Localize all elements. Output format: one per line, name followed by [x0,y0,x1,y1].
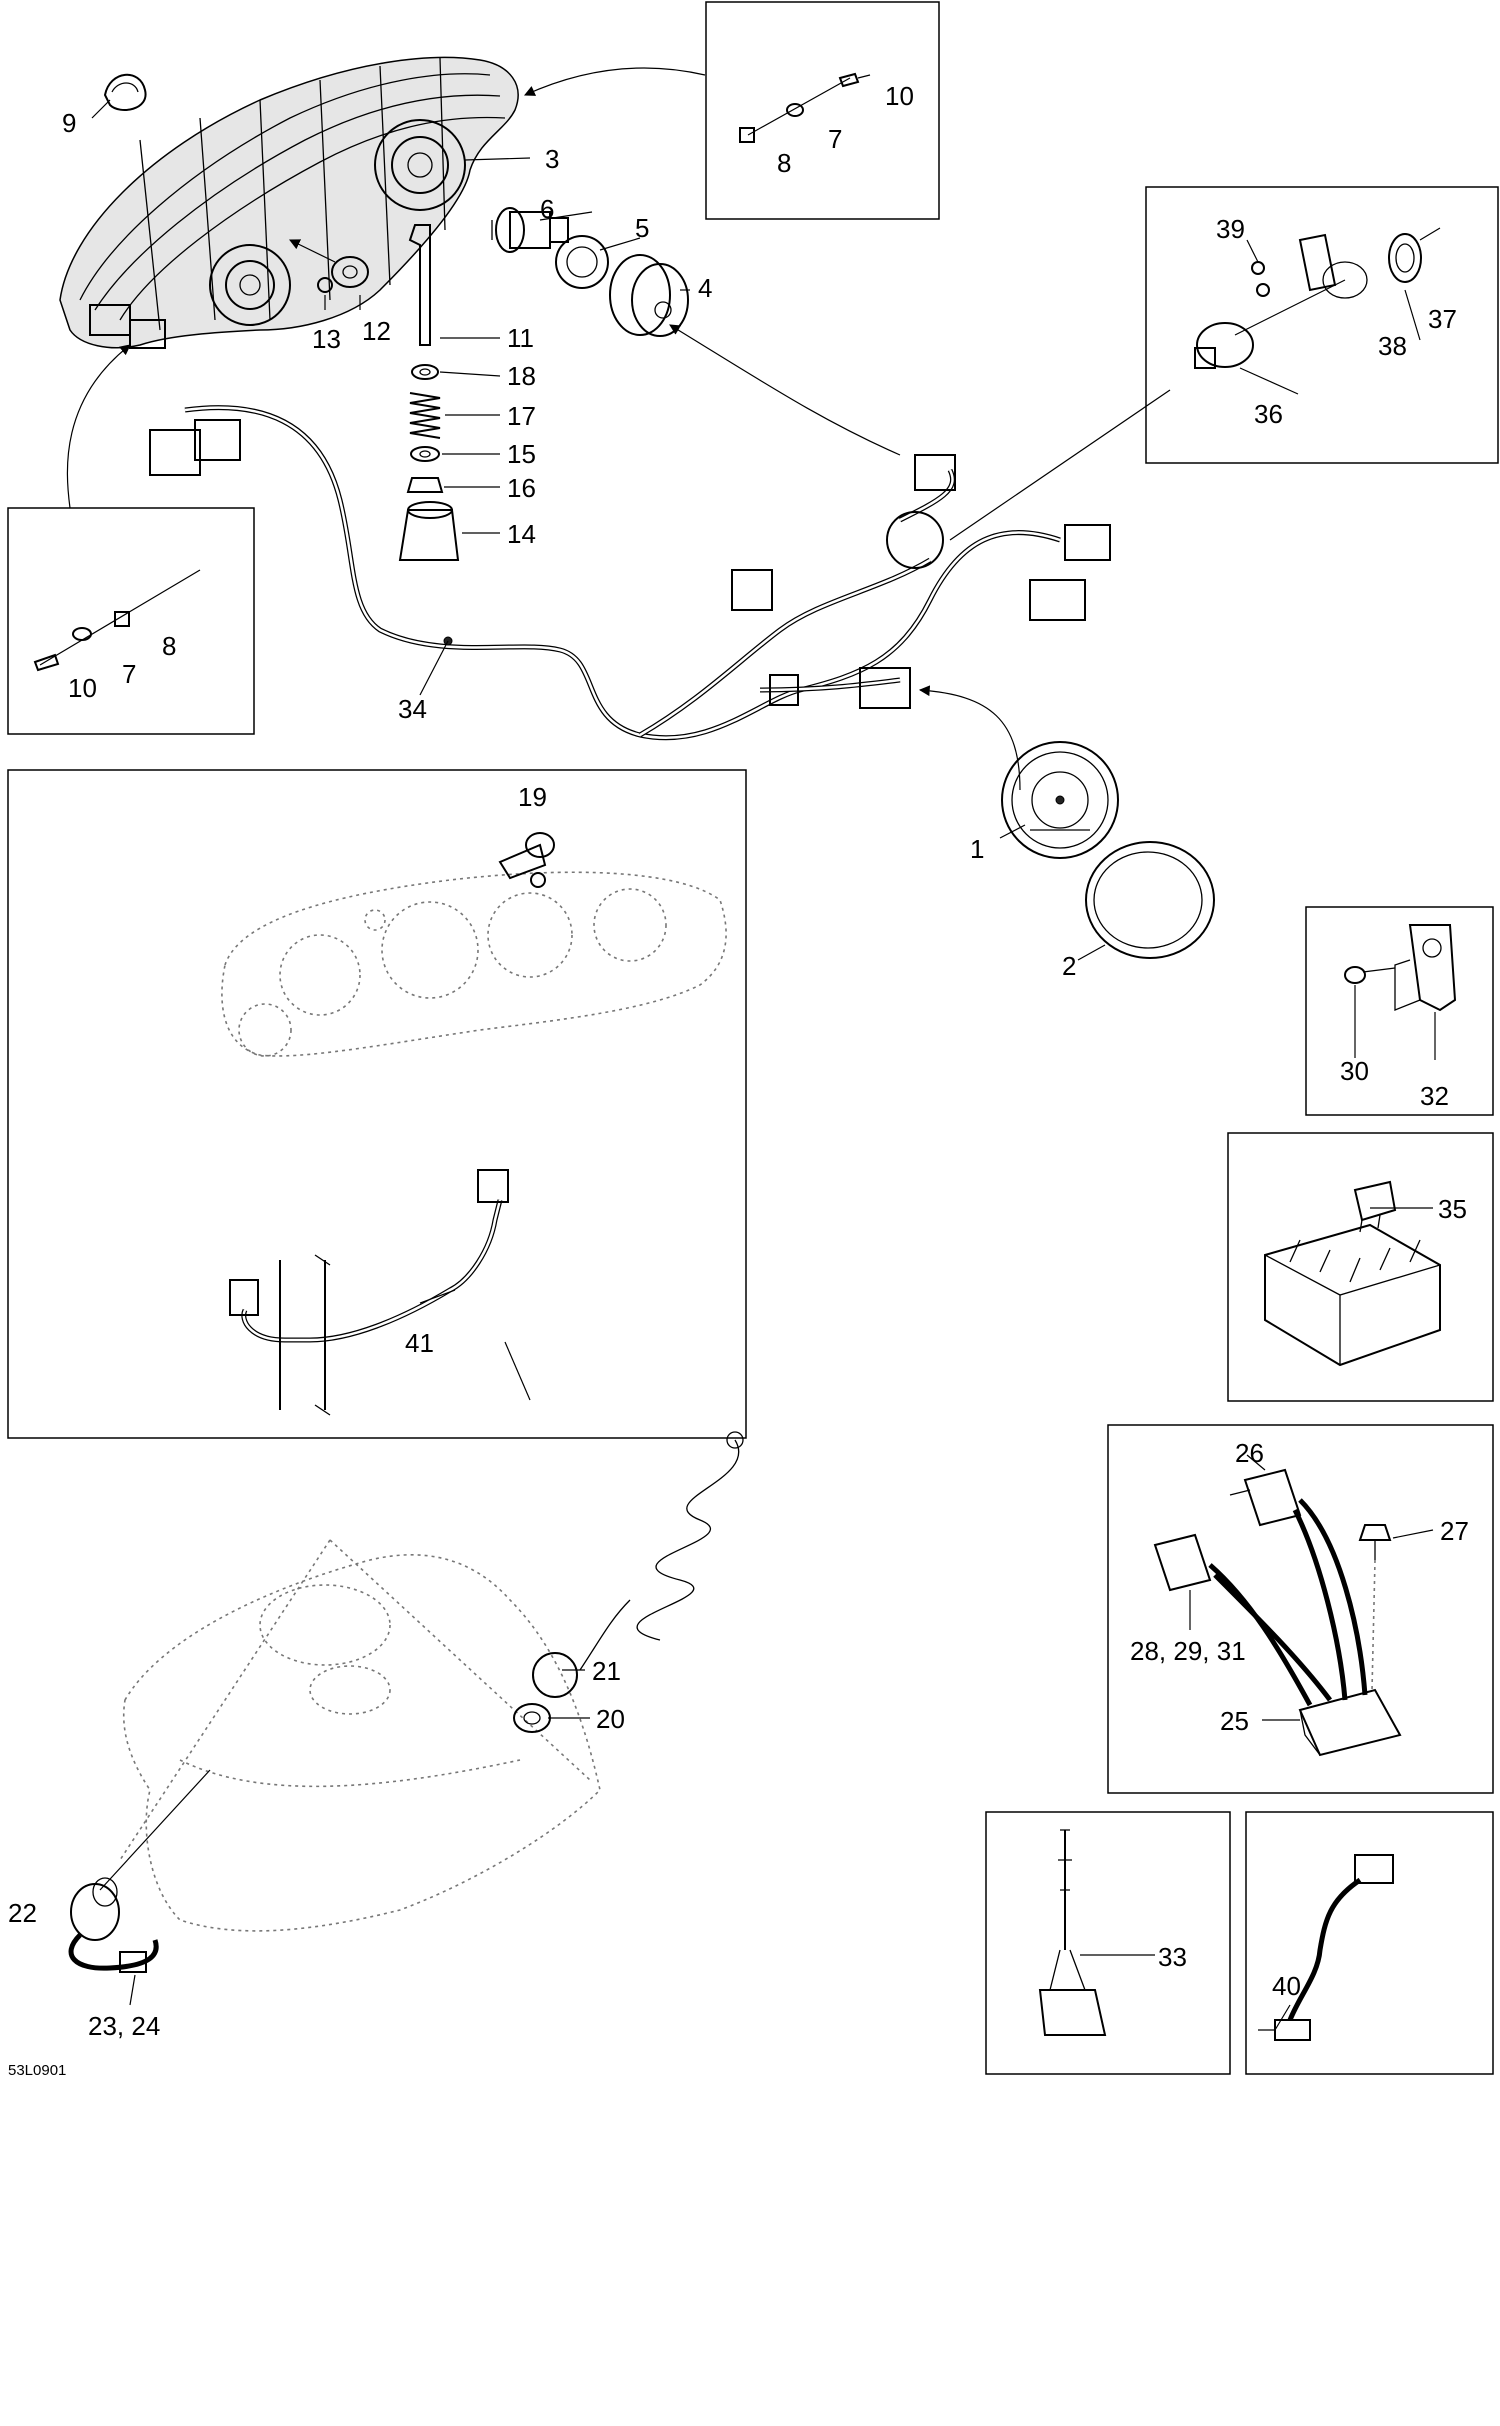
label-5: 5 [635,213,649,243]
label-10-left: 10 [68,673,97,703]
detail-box-bracket [1305,906,1494,1116]
detail-box-gauges [7,769,747,1439]
label-16: 16 [507,473,536,503]
detail-box-temp-sensor [1245,1811,1494,2075]
clip-part-9 [103,73,147,111]
detail-box-fasteners-top [705,1,940,220]
screw-part-10-top [838,72,871,88]
label-2: 2 [1062,951,1076,981]
bolt-part-27 [1358,1524,1392,1560]
relay-part-35 [1353,1180,1397,1233]
connector-part-26 [1229,1468,1302,1527]
label-32: 32 [1420,1081,1449,1111]
label-41: 41 [405,1328,434,1358]
label-27: 27 [1440,1516,1469,1546]
label-13: 13 [312,324,341,354]
label-23-24: 23, 24 [88,2011,160,2041]
label-39: 39 [1216,214,1245,244]
label-36: 36 [1254,399,1283,429]
instrument-cluster-outline [221,871,727,1057]
label-21: 21 [592,1656,621,1686]
label-40: 40 [1272,1971,1301,2001]
wiring-harness-part-41 [229,1169,509,1416]
washer-part-7-top [786,103,804,117]
console-outline [119,1539,601,1932]
washer-part-15 [410,446,440,462]
washer-part-7-left [72,627,92,641]
bulb-part-6 [491,207,569,253]
knob-part-14 [398,501,460,561]
label-9: 9 [62,108,76,138]
retainer-ring-part-5 [555,235,609,289]
label-7-top: 7 [828,124,842,154]
fuse-block [1264,1223,1441,1367]
wiring-harness-part-34 [149,405,1111,741]
label-20: 20 [596,1704,625,1734]
label-6: 6 [540,194,554,224]
detail-box-fuse-block [1227,1132,1494,1402]
label-35: 35 [1438,1194,1467,1224]
ignition-switch-part-19 [498,832,555,888]
connector-part-28 [1153,1533,1212,1592]
label-15: 15 [507,439,536,469]
bushing-part-8-top [739,127,755,143]
label-34: 34 [398,694,427,724]
bracket-part-38 [1298,233,1368,299]
detail-box-regulator [1107,1424,1494,1794]
label-1: 1 [970,834,984,864]
washer-part-18 [411,364,439,380]
label-8-left: 8 [162,631,176,661]
nut-part-13 [317,277,333,293]
label-19: 19 [518,782,547,812]
nut-part-39 [1251,261,1270,297]
nut-part-16 [406,477,444,493]
label-12: 12 [362,316,391,346]
label-4: 4 [698,273,712,303]
label-33: 33 [1158,1942,1187,1972]
gauge-part-1 [1001,741,1119,859]
nut-part-20 [513,1703,551,1733]
label-8-top: 8 [777,148,791,178]
label-7-left: 7 [122,659,136,689]
bezel-ring-part-2 [1085,841,1215,959]
adjuster-rod-part-11 [408,224,431,346]
gear-ring-part-37 [1388,233,1422,283]
probe-part-33 [1038,1829,1107,2036]
label-25: 25 [1220,1706,1249,1736]
lanyard-part-21 [532,1431,744,1698]
harness-part-23-24 [68,1933,159,1973]
label-17: 17 [507,401,536,431]
spring-part-17 [409,392,441,439]
label-3: 3 [545,144,559,174]
regulator-part-25 [1298,1688,1402,1757]
label-26: 26 [1235,1438,1264,1468]
label-37: 37 [1428,304,1457,334]
switch-part-22 [70,1877,120,1941]
label-28-29-31: 28, 29, 31 [1130,1636,1246,1666]
bracket-part-32 [1394,924,1457,1012]
label-10-top: 10 [885,81,914,111]
drawing-code: 53L0901 [8,2062,66,2079]
bushing-part-8-left [114,611,130,627]
detail-box-probe [985,1811,1231,2075]
label-22: 22 [8,1898,37,1928]
label-18: 18 [507,361,536,391]
headlamp-housing [59,56,519,349]
screw-part-10-left [33,653,60,672]
temp-sensor-part-40 [1258,1854,1394,2041]
label-30: 30 [1340,1056,1369,1086]
detail-box-fasteners-left [7,507,255,735]
boot-part-4 [609,254,689,337]
screw-part-30 [1344,966,1396,984]
detail-box-sensor [1145,186,1499,464]
label-14: 14 [507,519,536,549]
label-38: 38 [1378,331,1407,361]
label-11: 11 [507,323,534,353]
sensor-part-36 [1194,322,1254,369]
grommet-part-12 [331,256,369,288]
